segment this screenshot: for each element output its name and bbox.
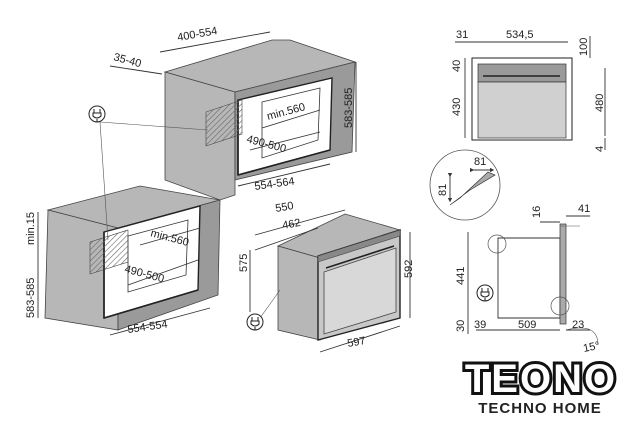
column-cabinet [163, 39, 357, 201]
dim-side-30: 30 [455, 320, 467, 332]
dim-front-40: 40 [451, 60, 463, 72]
dim-oven-depth-body: 462 [281, 217, 301, 232]
dim-side-441: 441 [455, 267, 467, 285]
corner-detail [429, 149, 501, 221]
dim-front-534: 534,5 [506, 29, 534, 41]
dim-oven-depth-total: 550 [274, 200, 294, 215]
dim-side-41: 41 [578, 203, 590, 215]
dim-front-100: 100 [578, 38, 590, 56]
dim-oven-height-front: 592 [403, 260, 415, 278]
oven-perspective [276, 213, 402, 341]
dim-front-480: 480 [594, 94, 606, 112]
dim-base-top: min.15 [25, 212, 37, 245]
dim-side-16: 16 [531, 206, 543, 218]
dim-col-right-height: 583-585 [343, 88, 355, 128]
dim-col-top-depth: 400-554 [176, 25, 218, 44]
dim-front-31: 31 [456, 29, 468, 41]
power-plug-icon [476, 284, 494, 302]
dim-oven-width: 597 [346, 335, 366, 350]
dim-col-niche-width: 554-564 [254, 175, 296, 193]
dim-side-angle: 15° [582, 340, 601, 355]
dim-side-39: 39 [474, 319, 486, 331]
dim-base-niche-width: 554-554 [127, 318, 169, 336]
logo-brand: TEONO [465, 357, 617, 401]
power-plug-icon [88, 105, 106, 123]
dim-front-430: 430 [451, 98, 463, 116]
dim-side-23: 23 [572, 319, 584, 331]
dim-side-509: 509 [518, 319, 536, 331]
oven-side-view [487, 223, 599, 346]
oven-front-view [471, 57, 573, 141]
dim-base-left-height: 583-585 [25, 278, 37, 318]
dim-front-4: 4 [594, 146, 606, 152]
dim-detail-81b: 81 [437, 184, 449, 196]
dim-detail-81a: 81 [474, 156, 486, 168]
base-cabinet [44, 185, 221, 331]
logo-tagline: TECHNO HOME [478, 400, 602, 417]
dimension-lines [37, 31, 606, 353]
brand-logo: TEONO TECHNO HOME [462, 354, 618, 417]
power-plug-icon [246, 313, 264, 331]
dim-oven-height-body: 575 [238, 254, 250, 272]
